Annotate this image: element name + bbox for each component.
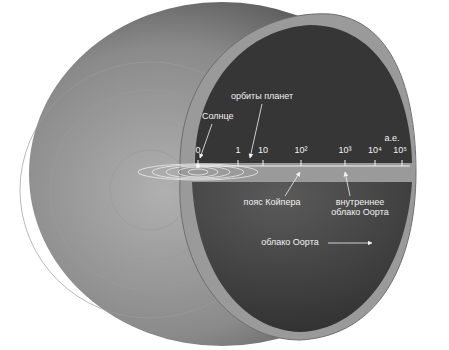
upper-cavity	[195, 25, 412, 163]
region-name: облако Оорта	[261, 238, 318, 248]
axis-number: 1	[235, 146, 240, 156]
axis	[196, 160, 410, 166]
body-name: Солнце	[202, 112, 234, 122]
axis-number: 10⁴	[368, 146, 382, 156]
region-name: внутреннее облако Оорта	[323, 198, 397, 218]
axis-number: 10²	[294, 146, 307, 156]
sphere	[29, 2, 415, 346]
axis-number: 0	[195, 146, 200, 156]
lower-cavity	[192, 182, 412, 332]
axis-unit: а.е.	[384, 134, 399, 144]
region-name: пояс Койпера	[244, 198, 301, 208]
axis-number: 10⁵	[393, 146, 407, 156]
orbit-name: орбиты планет	[231, 92, 293, 102]
leader-lines	[200, 104, 372, 243]
axis-number: 10	[258, 146, 268, 156]
axis-number: 10³	[338, 146, 351, 156]
